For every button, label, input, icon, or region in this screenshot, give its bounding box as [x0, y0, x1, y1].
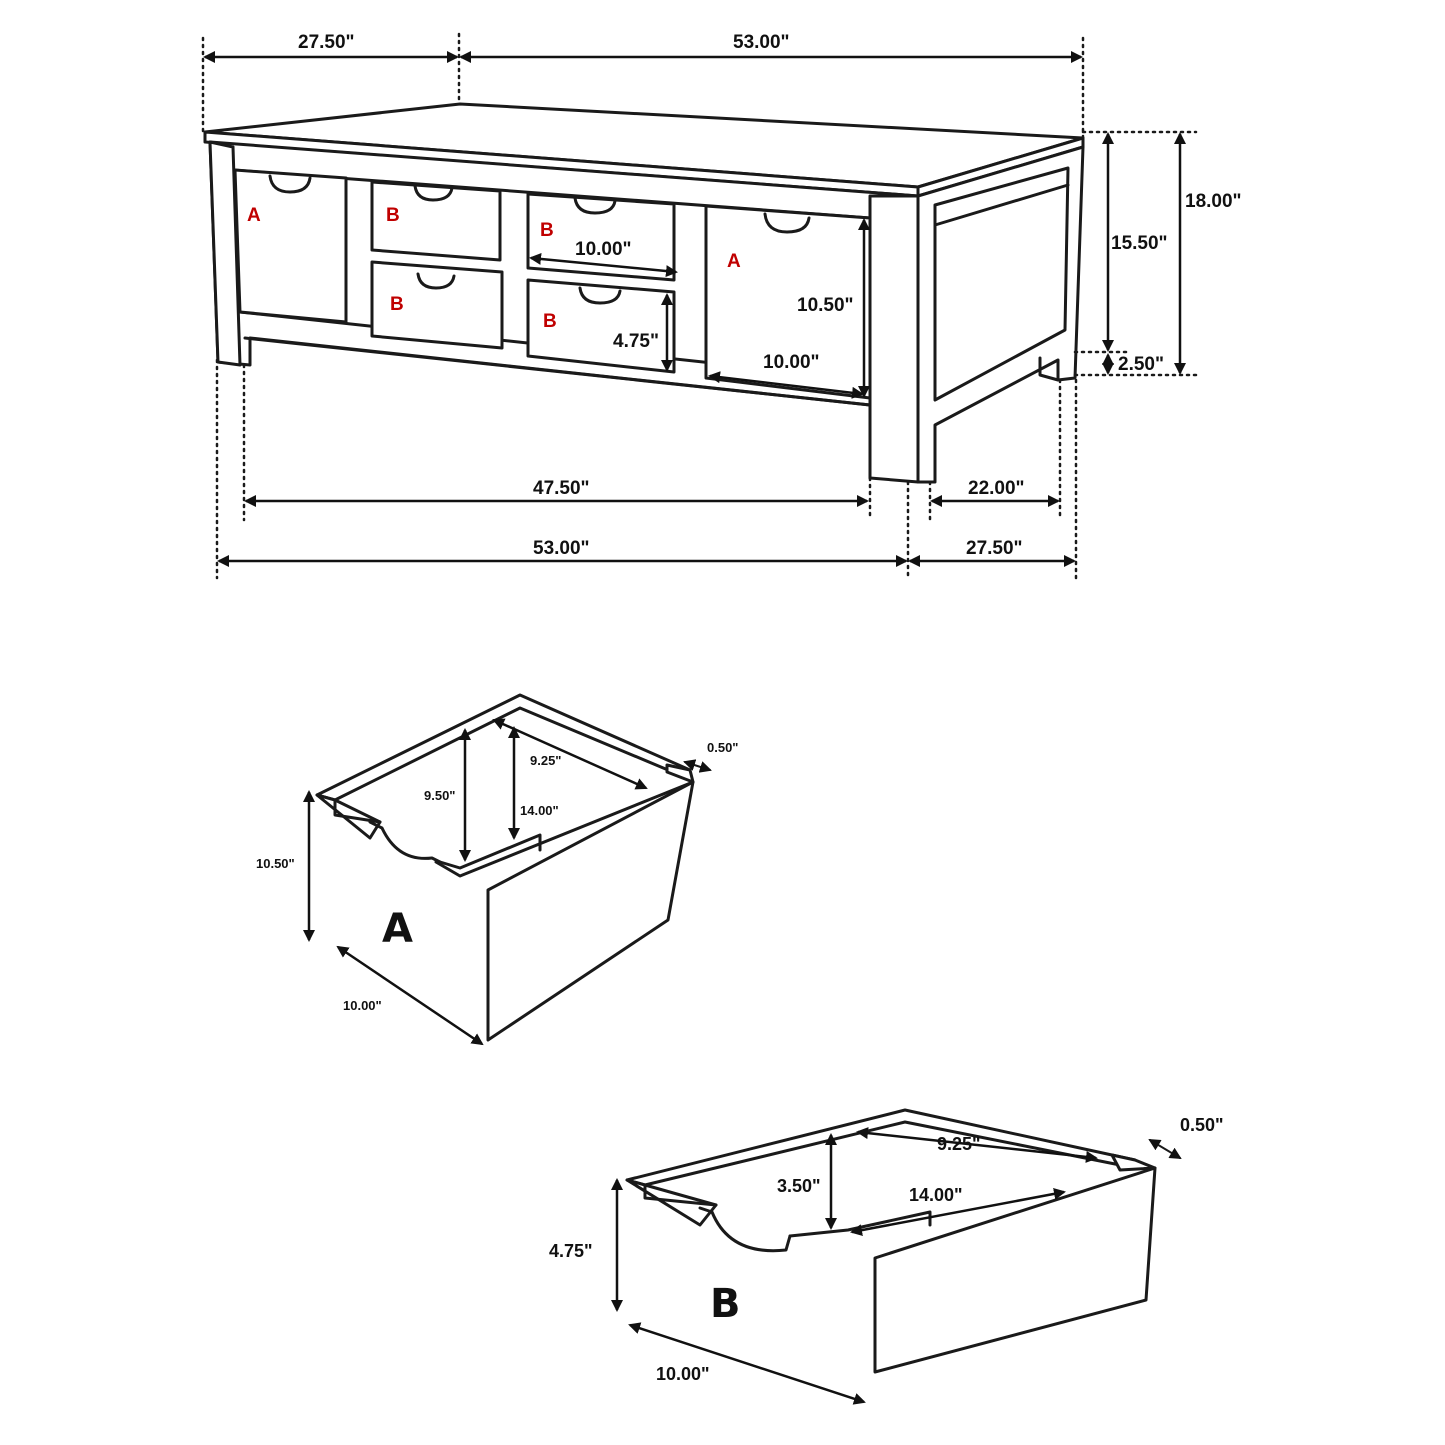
bin-a-right-wall — [665, 763, 695, 784]
drawer-b4-handle — [578, 286, 622, 305]
bin-b-right-wall — [1110, 1153, 1157, 1172]
table-leg-front-right — [868, 194, 920, 484]
table-side-inner-line — [933, 183, 1070, 227]
dim-drawer-a-height: 10.50" — [797, 295, 854, 316]
dim-bottom-width: 53.00" — [533, 538, 590, 559]
dim-inner-width: 47.50" — [533, 478, 590, 499]
coffee-table: A B B B B A — [203, 102, 1085, 484]
table-leg-front-left — [208, 140, 242, 367]
drawer-tag-b3: B — [540, 220, 554, 241]
bin-a-wall-arrow — [683, 759, 712, 773]
bin-b-inner-left — [643, 1183, 718, 1207]
bin-a: 10.50" 10.00" 9.50" 9.25" 14.00" 0.50" A — [256, 693, 738, 1046]
bin-b-wall-label: 0.50" — [1180, 1115, 1224, 1135]
drawer-tag-b4: B — [543, 311, 557, 332]
drawer-b2[interactable] — [370, 260, 504, 350]
bin-b-width-arrow — [628, 1322, 866, 1405]
bin-b: 4.75" 10.00" 3.50" 9.25" 14.00" 0.50" B — [549, 1108, 1224, 1405]
bin-b-inner-width-arrow — [856, 1127, 1098, 1163]
bin-b-cutout — [698, 1206, 792, 1253]
dim-drawer-b-height: 4.75" — [613, 331, 659, 352]
dim-drawer-a-width: 10.00" — [763, 352, 820, 373]
dim-bottom-depth: 27.50" — [966, 538, 1023, 559]
bin-a-back-wall — [315, 693, 692, 802]
bin-a-inner-width-label: 9.25" — [530, 753, 561, 768]
bin-b-wall-arrow — [1148, 1138, 1182, 1160]
drawer-tag-b2: B — [390, 294, 404, 315]
table-dimension-arrows — [203, 51, 1186, 567]
bin-a-inner-left — [333, 798, 382, 824]
drawer-b1[interactable] — [370, 180, 502, 262]
bin-a-tag: A — [382, 906, 413, 952]
dim-top-width: 53.00" — [733, 32, 790, 53]
drawer-a-right-handle — [763, 212, 811, 234]
bin-a-front-panel — [486, 780, 695, 1042]
drawer-tag-b1: B — [386, 205, 400, 226]
bin-a-depth-label: 14.00" — [520, 803, 559, 818]
bin-b-tag: B — [710, 1281, 741, 1327]
drawer-a-left[interactable] — [233, 168, 348, 324]
drawer-a-left-handle — [268, 174, 312, 194]
dim-leg-clearance: 2.50" — [1118, 354, 1164, 375]
bin-b-inner-height-label: 3.50" — [777, 1176, 821, 1196]
dim-inner-depth: 22.00" — [968, 478, 1025, 499]
bin-a-width-label: 10.00" — [343, 998, 382, 1013]
drawer-b2-handle — [416, 272, 456, 290]
drawer-tag-a-right: A — [727, 251, 741, 272]
drawer-b4[interactable] — [526, 278, 676, 374]
drawer-a-right[interactable] — [704, 204, 872, 400]
bin-a-wall-label: 0.50" — [707, 740, 738, 755]
bin-b-depth-label: 14.00" — [909, 1185, 963, 1205]
bin-a-inner-height-label: 9.50" — [424, 788, 455, 803]
bin-b-depth-arrow — [850, 1187, 1066, 1237]
table-side-inner-top — [933, 166, 1070, 402]
bin-a-height-label: 10.50" — [256, 856, 295, 871]
dim-height-body: 15.50" — [1111, 233, 1168, 254]
bin-a-width-arrow — [336, 945, 484, 1046]
drawer-tag-a-left: A — [247, 205, 261, 226]
bin-b-width-label: 10.00" — [656, 1364, 710, 1384]
bin-b-inner-width-label: 9.25" — [937, 1134, 981, 1154]
bin-b-floor — [788, 1210, 932, 1238]
dim-top-left-depth: 27.50" — [298, 32, 355, 53]
bin-b-back-wall — [625, 1108, 1137, 1187]
table-leg-back-right — [1038, 356, 1060, 382]
table-side-panel — [916, 145, 1085, 484]
drawer-b3-handle — [573, 196, 617, 215]
bin-a-cutout — [368, 820, 442, 864]
drawer-b1-handle — [413, 184, 454, 202]
table-dimension-labels: 27.50" 53.00" 18.00" 15.50" 2.50" 10.50"… — [298, 32, 1242, 559]
bin-a-top-front — [434, 780, 695, 878]
dim-height-total: 18.00" — [1185, 191, 1242, 212]
bin-b-height-label: 4.75" — [549, 1241, 593, 1261]
dim-drawer-b-width: 10.00" — [575, 239, 632, 260]
